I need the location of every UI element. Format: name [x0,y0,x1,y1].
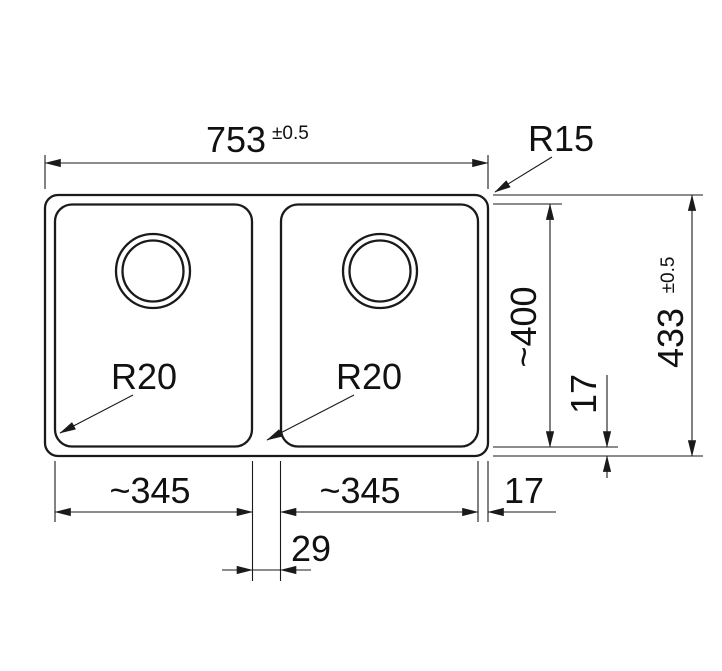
dim-divider-width-value: 29 [291,528,331,569]
left-bowl-outline [53,203,254,448]
dim-overall-height: 433 ±0.5 [493,194,703,457]
dim-divider-width: 29 [222,528,331,575]
dim-bowl-length: ~400 [493,203,618,448]
dim-overall-width: 753 ±0.5 [44,119,489,189]
dim-outer-radius-label: R15 [528,118,594,159]
dim-overall-height-tolerance: ±0.5 [658,257,679,294]
dim-left-bowl-width-value: ~345 [109,470,190,511]
dim-rim-offset-horizontal: 17 [487,470,556,517]
dim-outer-corner-radius: R15 [494,118,594,193]
dim-right-bowl-radius: R20 [266,356,402,441]
dim-rim-vertical-value: 17 [563,374,604,414]
dim-overall-width-value: 753 [206,119,266,160]
dim-bowl-widths: ~345 ~345 [54,461,489,581]
right-bowl-outline [279,203,480,448]
dim-overall-width-tolerance: ±0.5 [272,123,309,144]
leader-line [494,156,553,193]
leader-line [59,394,134,434]
dim-rim-horizontal-value: 17 [504,470,544,511]
dim-overall-height-value: 433 [650,308,691,368]
left-drain-inner-circle [121,239,185,303]
dim-rim-offset-vertical: 17 [563,374,612,478]
dim-right-bowl-radius-label: R20 [336,356,402,397]
dim-left-bowl-radius-label: R20 [111,356,177,397]
dim-bowl-length-value: ~400 [503,286,544,367]
sink-body [43,193,490,458]
dim-left-bowl-radius: R20 [59,356,177,434]
dim-right-bowl-width-value: ~345 [319,470,400,511]
right-drain-inner-circle [348,239,412,303]
leader-line [266,394,355,441]
